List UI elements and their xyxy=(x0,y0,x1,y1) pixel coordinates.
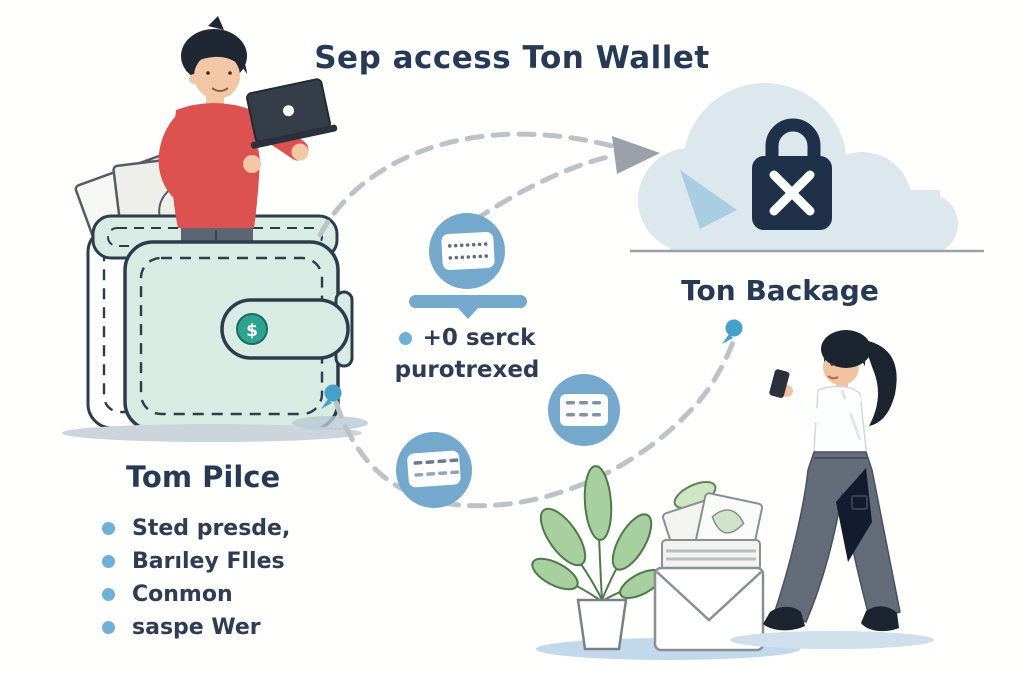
arrowhead-icon xyxy=(612,136,660,174)
wallet-shadow xyxy=(62,424,362,442)
bullet-dot-icon xyxy=(398,331,412,345)
bullet-dot-icon xyxy=(102,522,115,535)
list-item-label: saspe Wer xyxy=(132,615,261,640)
cloud-label: Ton Backage xyxy=(681,274,879,307)
list-item-label: Barıley Flles xyxy=(132,549,285,574)
card-circle-dashes-left xyxy=(396,432,472,508)
card-dashes-icon xyxy=(413,458,460,477)
step-caption-line1: +0 serck xyxy=(422,325,536,351)
step-caption-line2: purotrexed xyxy=(394,357,540,383)
list-item-label: Conmon xyxy=(132,582,233,607)
dashed-path-bottom xyxy=(333,339,736,509)
person-with-laptop-illustration xyxy=(158,16,338,254)
bullet-dot-icon xyxy=(102,621,115,634)
list-item: saspe Wer xyxy=(102,611,290,644)
woman-with-phone-illustration xyxy=(763,330,901,632)
list-item: Sted presde, xyxy=(102,512,290,545)
dollar-icon: $ xyxy=(246,321,258,341)
phone-icon xyxy=(769,369,790,398)
list-item-label: Sted presde, xyxy=(132,516,291,541)
features-list: Sted presde, Barıley Flles Conmon saspe … xyxy=(102,512,290,644)
wallet-illustration: $ xyxy=(62,240,368,442)
ground-shadow-right xyxy=(730,631,934,649)
tooltip-bar xyxy=(409,295,527,319)
card-circle-dots xyxy=(429,213,505,289)
path-start-pin xyxy=(321,384,342,409)
card-dashes-icon xyxy=(566,401,601,417)
step-caption: +0 serck purotrexed xyxy=(392,322,542,386)
path-end-pin xyxy=(722,319,743,344)
list-item: Barıley Flles xyxy=(102,545,290,578)
plant-illustration xyxy=(531,465,663,651)
laptop-icon xyxy=(246,78,338,149)
dashed-arrow-to-cloud xyxy=(317,131,660,238)
bullet-dot-icon xyxy=(102,588,115,601)
lock-icon xyxy=(752,118,832,230)
envelope-box-illustration xyxy=(653,492,765,652)
clasp-button xyxy=(236,313,268,345)
features-heading: Tom Pilce xyxy=(126,460,281,494)
list-item: Conmon xyxy=(102,578,290,611)
bullet-dot-icon xyxy=(102,555,115,568)
page-title: Sep access Ton Wallet xyxy=(314,40,710,76)
card-circle-dashes-right xyxy=(548,374,620,446)
card-dots-icon xyxy=(447,242,489,260)
triangle-accent-icon xyxy=(680,170,737,229)
